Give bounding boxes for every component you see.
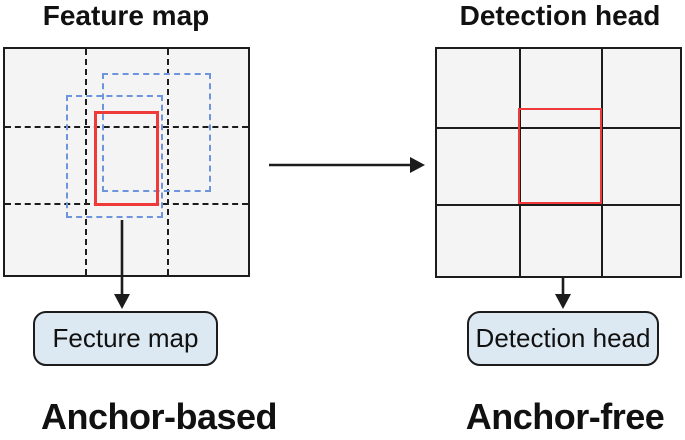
right-panel-title: Detection head: [459, 0, 661, 31]
detection-grid-vline-1: [519, 49, 521, 276]
down-arrow-icon-left: [114, 220, 130, 309]
ground-truth-box-left: [94, 111, 159, 206]
detection-grid-hline-2: [437, 204, 680, 206]
detection-grid-hline-1: [437, 127, 680, 129]
detection-grid-vline-2: [601, 49, 603, 276]
caption-anchor-free: Anchor-free: [465, 396, 665, 437]
feature-grid-vline-1: [85, 49, 87, 275]
caption-anchor-based: Anchor-based: [40, 396, 278, 437]
feature-grid-vline-2: [167, 49, 169, 275]
feature-grid-hline-1: [5, 126, 248, 128]
feature-map-label-text: Fecture map: [52, 323, 199, 353]
right-arrow-icon: [269, 157, 425, 173]
feature-map-grid: [3, 47, 250, 277]
anchor-box-2: [66, 95, 163, 218]
detection-head-label-text: Detection head: [475, 323, 651, 353]
detection-head-grid: [435, 47, 682, 278]
down-arrow-icon-right: [555, 277, 571, 309]
feature-map-label-box: Fecture map: [33, 311, 218, 366]
left-panel-title: Feature map: [42, 0, 210, 31]
detection-head-label-box: Detection head: [467, 311, 659, 366]
ground-truth-box-right: [518, 108, 602, 204]
